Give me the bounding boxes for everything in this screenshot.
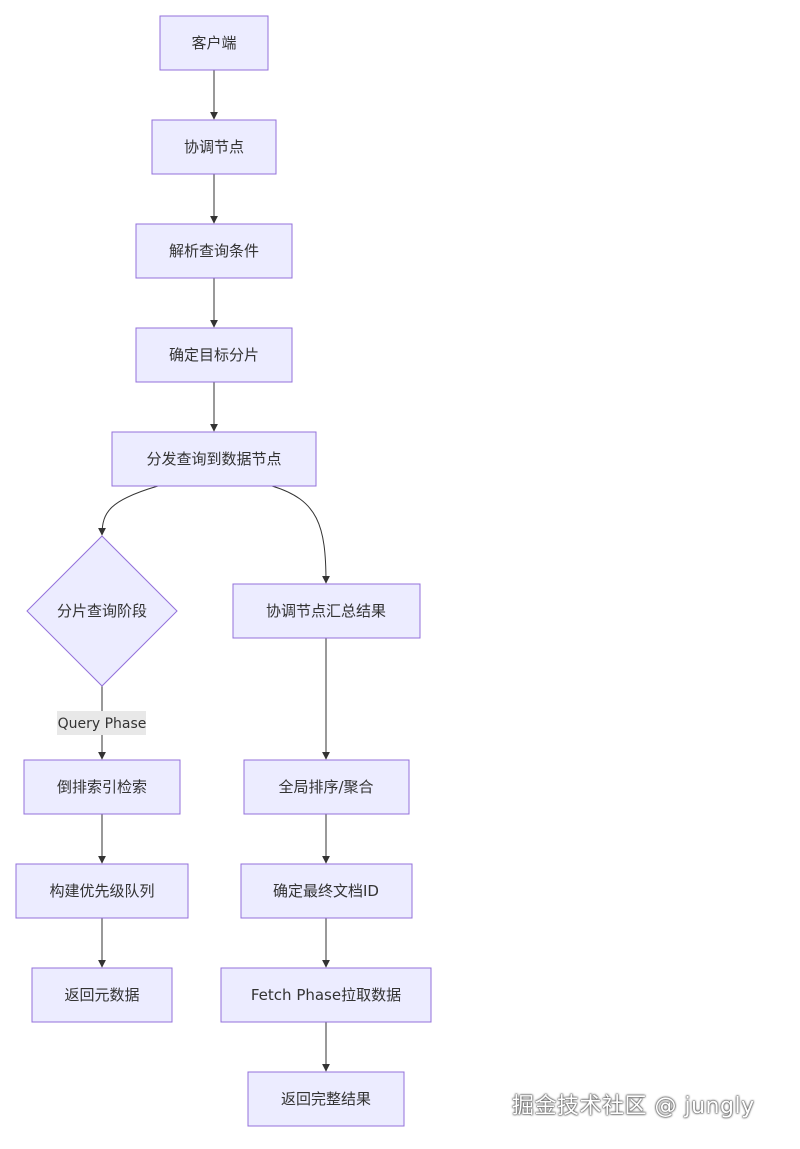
node-return-metadata: 返回元数据 [31, 967, 173, 1023]
node-dispatch: 分发查询到数据节点 [111, 431, 317, 487]
node-priority-queue: 构建优先级队列 [15, 863, 189, 919]
node-target-shards: 确定目标分片 [135, 327, 293, 383]
edges [98, 70, 330, 1072]
nodes: 客户端 协调节点 解析查询条件 确定目标分片 分发查询到数据节点 分片查询阶段 … [15, 15, 432, 1127]
node-return-metadata-label: 返回元数据 [64, 986, 139, 1004]
node-return-results-label: 返回完整结果 [281, 1090, 371, 1108]
node-dispatch-label: 分发查询到数据节点 [146, 450, 281, 468]
node-shard-query-phase: 分片查询阶段 [26, 535, 178, 687]
node-priority-queue-label: 构建优先级队列 [49, 882, 154, 900]
edge-label-background [57, 711, 146, 735]
edge-dispatch-shard-query [98, 485, 159, 536]
edge-dispatch-aggregate [271, 485, 330, 584]
node-parse-query-label: 解析查询条件 [169, 242, 259, 260]
edge-label-query-phase: Query Phase [57, 711, 146, 735]
node-coordinator-label: 协调节点 [184, 138, 244, 156]
node-final-doc-ids-label: 确定最终文档ID [273, 882, 379, 900]
node-inverted-index-label: 倒排索引检索 [57, 778, 147, 796]
watermark: 掘金技术社区 @ jungly [512, 1094, 755, 1119]
node-target-shards-label: 确定目标分片 [169, 346, 259, 364]
node-aggregate-label: 协调节点汇总结果 [266, 602, 386, 620]
node-fetch-phase: Fetch Phase拉取数据 [220, 967, 432, 1023]
node-final-doc-ids: 确定最终文档ID [240, 863, 413, 919]
node-coordinator: 协调节点 [151, 119, 277, 175]
node-client-label: 客户端 [191, 34, 236, 52]
node-shard-query-phase-label: 分片查询阶段 [57, 602, 147, 620]
node-global-sort-label: 全局排序/聚合 [278, 778, 373, 796]
node-global-sort: 全局排序/聚合 [243, 759, 410, 815]
node-inverted-index: 倒排索引检索 [23, 759, 181, 815]
node-fetch-phase-label: Fetch Phase拉取数据 [251, 986, 401, 1004]
node-parse-query: 解析查询条件 [135, 223, 293, 279]
node-client: 客户端 [159, 15, 269, 71]
node-return-results: 返回完整结果 [247, 1071, 405, 1127]
node-aggregate: 协调节点汇总结果 [232, 583, 421, 639]
edge-label-query-phase-text: Query Phase [58, 716, 147, 732]
